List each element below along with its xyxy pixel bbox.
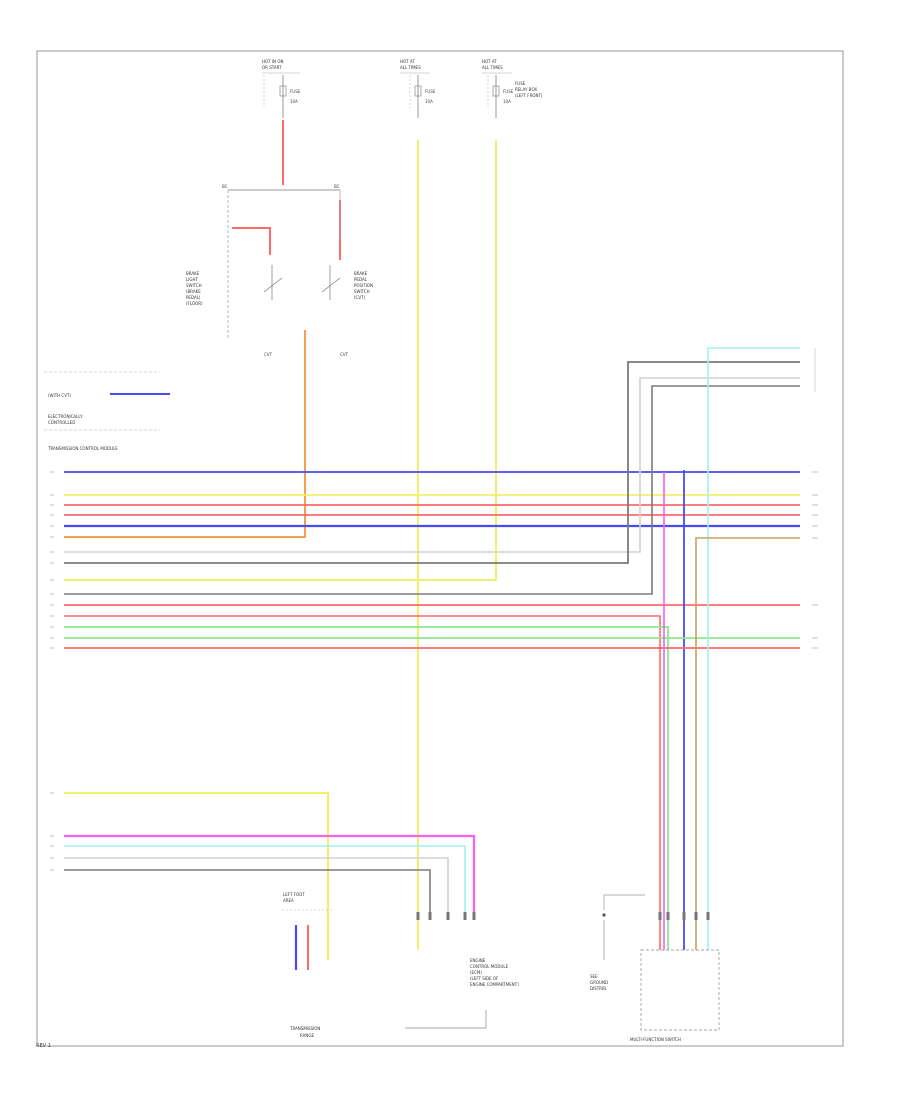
ground-distrib-line3: DISTRIB.: [590, 986, 607, 991]
fuse-2-symbol: [414, 85, 422, 97]
fuse-3-symbol: [492, 85, 500, 97]
wire-green-h: [64, 626, 669, 950]
fuse-1-caption-line2: OR START: [262, 65, 282, 70]
left-switch-line6: (FLOOR): [186, 301, 203, 306]
sensor-name-line1: TRANSMISSION: [289, 1026, 320, 1031]
connector-pin: [428, 912, 432, 920]
fuse-1-name: FUSE: [290, 89, 301, 94]
connector-pin: [666, 912, 670, 920]
wire-gray-b: [64, 869, 431, 915]
multi-function-switch: MULTI-FUNCTION SWITCH: [630, 949, 720, 1042]
wire-cyan-b: [64, 845, 466, 915]
left-switch-line1: BRAKE: [186, 271, 200, 276]
left-switch-line3: SWITCH: [186, 283, 202, 288]
connector-pin: [446, 912, 450, 920]
ground-distrib-line1: SEE: [590, 974, 598, 979]
diagram-frame: [36, 50, 844, 1047]
wire-tan: [695, 537, 800, 950]
fuse-2-amp: 10A: [425, 99, 433, 104]
ecm-block: ENGINE CONTROL MODULE (ECM) (LEFT SIDE O…: [405, 958, 519, 1029]
right-switch-line2: PEDAL: [354, 277, 368, 282]
wire-orange: [64, 330, 306, 538]
wire-yellow-2: [64, 140, 497, 581]
fuse-block-3: HOT AT ALL TIMES FUSE 10A FUSE RELAY BOX…: [482, 59, 543, 118]
wire-red-sw: [232, 227, 271, 255]
right-switch-tag: CVT: [340, 352, 349, 357]
ground-label-line2: AREA: [283, 898, 294, 903]
ecm-line5: ENGINE COMPARTMENT): [470, 982, 519, 987]
sensor-name-line2: RANGE: [300, 1033, 314, 1038]
connector-pin: [463, 912, 467, 920]
fuse-1-symbol: [279, 85, 287, 97]
fuse-3-caption-line2: ALL TIMES: [482, 65, 503, 70]
diagram-code: REV 1: [36, 1043, 51, 1049]
fuse-3-caption-line1: HOT AT: [482, 59, 497, 64]
wire-layer: [50, 120, 818, 970]
module-line1: (WITH CVT): [48, 393, 71, 398]
brake-switch-assembly: BC BC BRAKE LIGHT SWITCH (BRAKE PEDAL) (…: [186, 184, 373, 357]
connector-pin: [416, 912, 420, 920]
module-line4: TRANSMISSION CONTROL MODULE: [47, 446, 118, 451]
fuse-2-caption-line2: ALL TIMES: [400, 65, 421, 70]
ecm-line4: (LEFT SIDE OF: [470, 976, 499, 981]
wire-magenta-b: [64, 834, 476, 915]
left-switch-tag: CVT: [264, 352, 273, 357]
connector-pin: [682, 912, 686, 920]
right-switch-line1: BRAKE: [354, 271, 368, 276]
transmission-range-sensor: LEFT FOOT AREA TRANSMISSION RANGE: [282, 892, 332, 1038]
fuse-3-note-line3: (LEFT FRONT): [515, 93, 543, 98]
ecm-line2: CONTROL MODULE: [470, 964, 509, 969]
ground-distrib-line2: GROUND: [590, 980, 608, 985]
wire-gray-2: [64, 385, 800, 595]
module-line2: ELECTRONICALLY: [48, 414, 83, 419]
wire-silver-b: [64, 857, 449, 915]
right-switch-line5: (CVT): [354, 295, 366, 300]
right-switch-line3: POSITION: [354, 283, 373, 288]
fuse-2-name: FUSE: [425, 89, 436, 94]
fuse-3-note-line1: FUSE: [515, 81, 526, 86]
right-module-name: MULTI-FUNCTION SWITCH: [630, 1037, 681, 1042]
fuse-1-amp: 10A: [290, 99, 298, 104]
wire-cyan-v: [707, 347, 800, 950]
wire-pink-h: [64, 615, 661, 950]
svg-text:BC: BC: [334, 184, 340, 189]
fuse-3-name: FUSE: [503, 89, 514, 94]
connector-pin: [694, 912, 698, 920]
wire-yellow-b: [64, 792, 329, 960]
connector-pin: [658, 912, 662, 920]
wire-gray-h: [64, 361, 800, 564]
connector-pin: [472, 912, 476, 920]
ground-label-line1: LEFT FOOT: [283, 892, 305, 897]
switch-contact-right: [321, 277, 341, 293]
ground-distribution: SEE GROUND DISTRIB.: [590, 894, 645, 991]
connector-pin: [706, 912, 710, 920]
left-switch-line4: (BRAKE: [186, 289, 201, 294]
ecm-line1: ENGINE: [470, 958, 486, 963]
fuse-1-caption-line1: HOT IN ON: [262, 59, 283, 64]
left-switch-line2: LIGHT: [186, 277, 199, 282]
fuse-block-2: HOT AT ALL TIMES FUSE 10A: [400, 59, 436, 118]
fuse-3-note-line2: RELAY BOX: [515, 87, 537, 92]
wire-silver-h: [64, 377, 800, 553]
right-switch-line4: SWITCH: [354, 289, 370, 294]
tcm-module: (WITH CVT) ELECTRONICALLY CONTROLLED TRA…: [44, 371, 160, 451]
fuse-block-1: HOT IN ON OR START FUSE 10A: [262, 59, 301, 118]
ecm-line3: (ECM): [470, 970, 482, 975]
switch-contact-left: [263, 277, 283, 293]
fuse-2-caption-line1: HOT AT: [400, 59, 415, 64]
module-line3: CONTROLLED: [48, 420, 75, 425]
left-switch-line5: PEDAL): [186, 295, 201, 300]
fuse-3-amp: 10A: [503, 99, 511, 104]
svg-text:BC: BC: [222, 184, 228, 189]
